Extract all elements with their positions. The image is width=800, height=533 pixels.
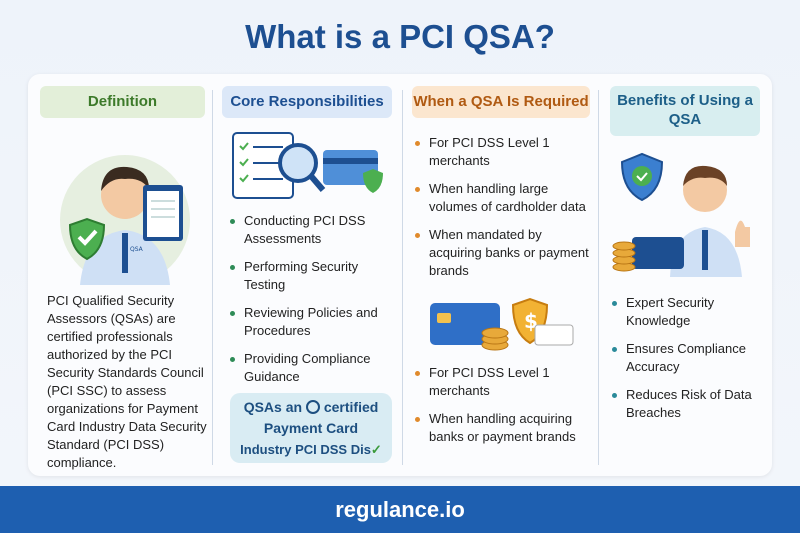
list-item: When handling acquiring banks or payment… (415, 410, 595, 446)
when-required-header: When a QSA Is Required (412, 86, 590, 118)
divider (598, 90, 599, 465)
svg-text:$: $ (524, 309, 538, 333)
divider (402, 90, 403, 465)
card-coins-shield-illustration: $ (430, 297, 574, 351)
core-responsibilities-header: Core Responsibilities (222, 86, 392, 118)
checkmark-icon: ✓ (370, 442, 382, 457)
list-item: Performing Security Testing (230, 258, 400, 294)
benefits-list: Expert Security Knowledge Ensures Compli… (612, 294, 762, 432)
qsa-thumbs-up-illustration (612, 152, 750, 277)
magnifier-icon (278, 143, 318, 183)
qsa-professional-illustration: QSA (60, 155, 190, 285)
list-item: For PCI DSS Level 1 merchants (415, 134, 595, 170)
checklist-magnifier-card-illustration (232, 132, 383, 199)
benefits-header: Benefits of Using a QSA (610, 86, 760, 136)
name-badge: QSA (130, 246, 144, 253)
page-title: What is a PCI QSA? (245, 18, 555, 55)
definition-header: Definition (40, 86, 205, 118)
responsibilities-list: Conducting PCI DSS Assessments Performin… (230, 212, 400, 396)
list-item: Expert Security Knowledge (612, 294, 762, 330)
required-list: For PCI DSS Level 1 merchants When handl… (415, 134, 595, 290)
qsa-note-box: QSAs an certified Payment Card Industry … (230, 393, 392, 463)
list-item: When handling large volumes of cardholde… (415, 180, 595, 216)
list-item: Reduces Risk of Data Breaches (612, 386, 762, 422)
list-item: Providing Compliance Guidance (230, 350, 400, 386)
note-text: Industry PCI DSS Dis (240, 442, 371, 457)
list-item: Ensures Compliance Accuracy (612, 340, 762, 376)
list-item: When mandated by acquiring banks or paym… (415, 226, 595, 280)
list-item: Conducting PCI DSS Assessments (230, 212, 400, 248)
required-list-2: For PCI DSS Level 1 merchants When handl… (415, 364, 595, 456)
list-item: Reviewing Policies and Procedures (230, 304, 400, 340)
note-text: QSAs an (243, 399, 303, 415)
note-text: Payment Card (263, 420, 359, 436)
divider (212, 90, 213, 465)
list-item: For PCI DSS Level 1 merchants (415, 364, 595, 400)
note-text: certified (323, 399, 379, 415)
footer-brand[interactable]: regulance.io (0, 486, 800, 533)
definition-text: PCI Qualified Security Assessors (QSAs) … (47, 293, 207, 470)
refresh-icon (305, 400, 320, 414)
